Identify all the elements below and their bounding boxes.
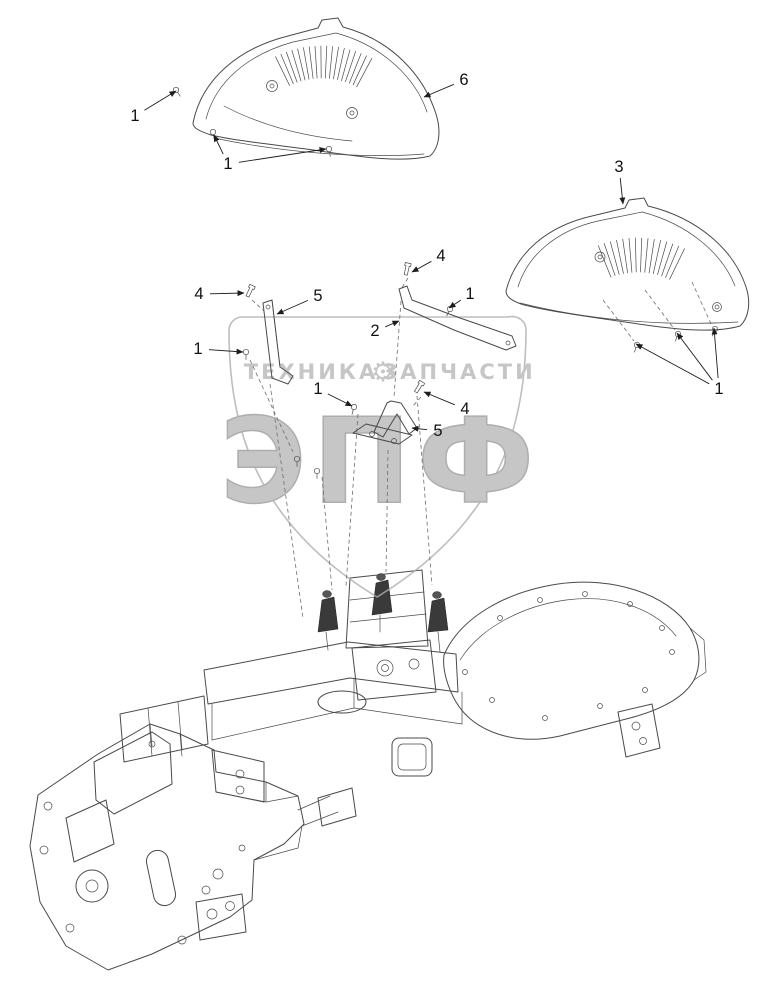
watermark-tagline-right: ЗАПЧАСТИ — [382, 360, 535, 384]
fender-3-body — [505, 197, 750, 331]
watermark-main-text: ЭПФ — [220, 392, 540, 530]
callout-label-4: 4 — [460, 400, 469, 418]
callout-label-6: 6 — [459, 71, 468, 89]
fender-part-3 — [505, 197, 750, 331]
callout-leader-line — [209, 290, 245, 297]
callout-leader-line — [619, 177, 626, 205]
bracket-part-5-center — [352, 400, 418, 445]
screw-glyph — [350, 403, 358, 415]
callout-leader-line — [635, 343, 710, 385]
callout-leader-line — [144, 90, 177, 111]
callout-leader-line — [238, 147, 327, 163]
callout-label-1: 1 — [130, 107, 139, 125]
fender-6-body — [192, 17, 440, 160]
callout-label-1: 1 — [313, 380, 322, 398]
callout-label-5: 5 — [433, 422, 442, 440]
callout-label-1: 1 — [714, 380, 723, 398]
tractor-chassis — [29, 569, 707, 971]
callout-leader-line — [327, 393, 353, 407]
screw-glyph — [325, 145, 333, 157]
fender-3-grille-hatch — [597, 237, 685, 280]
callout-leader-line — [411, 425, 428, 432]
projection-dash-line — [249, 359, 294, 453]
callout-leader-line — [711, 327, 719, 379]
projection-dash-line — [269, 383, 304, 619]
projection-dash-line — [393, 300, 402, 398]
callout-leader-line — [423, 83, 455, 98]
callout-leader-line — [411, 260, 432, 273]
projection-dash-line — [691, 281, 713, 327]
callout-leader-line — [676, 332, 713, 381]
projection-dash-line — [385, 449, 389, 573]
watermark-shield — [228, 315, 527, 598]
projection-dash-line — [321, 476, 333, 591]
bracket-part-5-left — [262, 299, 294, 385]
screw-glyph — [242, 348, 250, 360]
bolts-part-4 — [245, 262, 426, 394]
projection-dash-line — [345, 413, 359, 587]
projection-dash-line — [411, 396, 422, 408]
projection-dash-line — [644, 289, 676, 331]
callout-label-4: 4 — [436, 247, 445, 265]
callout-leader-line — [276, 299, 309, 315]
watermark: ТЕХНИКА ⚙ ЗАПЧАСТИ ЭПФ — [219, 315, 540, 598]
fender-part-6 — [192, 17, 440, 160]
callout-leader-line — [213, 134, 224, 155]
screw-glyph — [293, 455, 301, 467]
watermark-gear-icon: ⚙ — [371, 357, 395, 388]
bolt-glyph — [245, 283, 256, 298]
support-bracket-part-2 — [398, 285, 517, 351]
screw-glyph — [633, 341, 641, 353]
bolt-glyph — [403, 262, 412, 276]
callout-leader-line — [423, 391, 455, 406]
fender-6-grille-hatch — [275, 45, 373, 88]
callout-label-1: 1 — [223, 155, 232, 173]
callout-label-1: 1 — [465, 285, 474, 303]
callout-label-5: 5 — [313, 287, 322, 305]
callout-leader-line — [385, 320, 400, 328]
bolt-glyph — [414, 379, 426, 394]
projection-lines — [249, 277, 713, 619]
projection-dash-line — [400, 277, 409, 290]
callout-label-1: 1 — [193, 340, 202, 358]
callout-leader-line — [208, 348, 244, 355]
callout-label-4: 4 — [194, 285, 203, 303]
projection-dash-line — [602, 299, 635, 342]
callout-leader-line — [448, 299, 462, 309]
watermark-tagline-left: ТЕХНИКА — [244, 360, 378, 384]
projection-dash-line — [251, 299, 265, 312]
screw-glyph — [313, 467, 321, 479]
projection-dash-line — [416, 395, 433, 586]
screw-glyph — [674, 330, 682, 342]
callout-label-2: 2 — [370, 322, 379, 340]
callout-label-3: 3 — [614, 158, 623, 176]
